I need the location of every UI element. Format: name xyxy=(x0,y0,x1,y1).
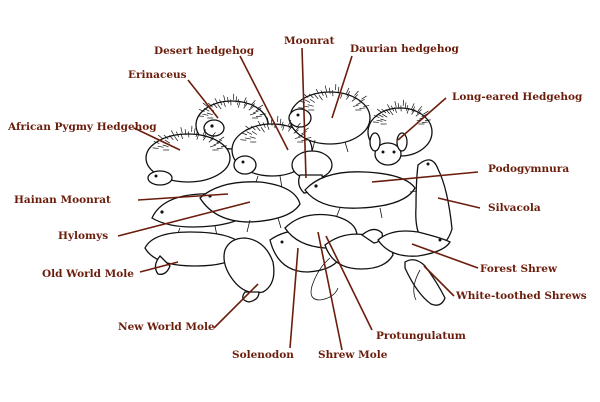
label-erinaceus: Erinaceus xyxy=(128,69,187,81)
label-hylomys: Hylomys xyxy=(58,230,108,242)
protungulatum-drawing xyxy=(324,228,394,270)
new-world-mole-drawing xyxy=(223,237,275,303)
label-african-pygmy-hedgehog: African Pygmy Hedgehog xyxy=(7,121,157,133)
label-hainan-moonrat: Hainan Moonrat xyxy=(14,194,111,206)
leader-hylomys xyxy=(117,201,251,237)
spine-hatching xyxy=(152,83,431,151)
leader-hainan-moonrat xyxy=(137,193,229,201)
hainan-moonrat-drawing xyxy=(199,181,301,233)
labels: Desert hedgehog Moonrat Daurian hedgehog… xyxy=(7,35,587,361)
leader-white-toothed-shrews xyxy=(423,265,455,297)
label-desert-hedgehog: Desert hedgehog xyxy=(154,45,255,57)
animal-illustrations xyxy=(144,91,453,306)
leader-podogymnura xyxy=(371,171,479,183)
label-new-world-mole: New World Mole xyxy=(118,321,215,333)
forest-shrew-drawing xyxy=(377,230,451,257)
leader-desert-hedgehog xyxy=(239,55,289,151)
white-toothed-shrews-drawing xyxy=(404,259,446,306)
label-podogymnura: Podogymnura xyxy=(488,163,569,175)
label-shrew-mole: Shrew Mole xyxy=(318,349,388,361)
leader-protungulatum xyxy=(325,235,373,331)
leader-erinaceus xyxy=(187,79,219,119)
african-pygmy-hedgehog-drawing xyxy=(145,133,231,186)
leader-moonrat xyxy=(301,47,307,179)
leader-african-pygmy-hedgehog xyxy=(133,127,181,151)
leader-shrew-mole xyxy=(317,231,343,351)
leader-new-world-mole xyxy=(213,283,259,329)
leader-forest-shrew xyxy=(411,243,479,269)
leader-daurian-hedgehog xyxy=(331,55,353,119)
leader-old-world-mole xyxy=(139,261,179,273)
label-forest-shrew: Forest Shrew xyxy=(480,263,558,275)
leader-lines xyxy=(117,47,481,351)
label-long-eared-hedgehog: Long-eared Hedgehog xyxy=(452,91,583,103)
leader-long-eared-hedgehog xyxy=(397,97,447,141)
label-white-toothed-shrews: White-toothed Shrews xyxy=(455,290,587,302)
label-moonrat: Moonrat xyxy=(284,35,335,47)
label-daurian-hedgehog: Daurian hedgehog xyxy=(350,43,459,55)
leader-solenodon xyxy=(289,247,299,349)
label-old-world-mole: Old World Mole xyxy=(42,268,134,280)
label-silvacola: Silvacola xyxy=(488,202,541,214)
label-protungulatum: Protungulatum xyxy=(376,330,466,342)
label-solenodon: Solenodon xyxy=(232,349,294,361)
leader-silvacola xyxy=(437,197,481,209)
